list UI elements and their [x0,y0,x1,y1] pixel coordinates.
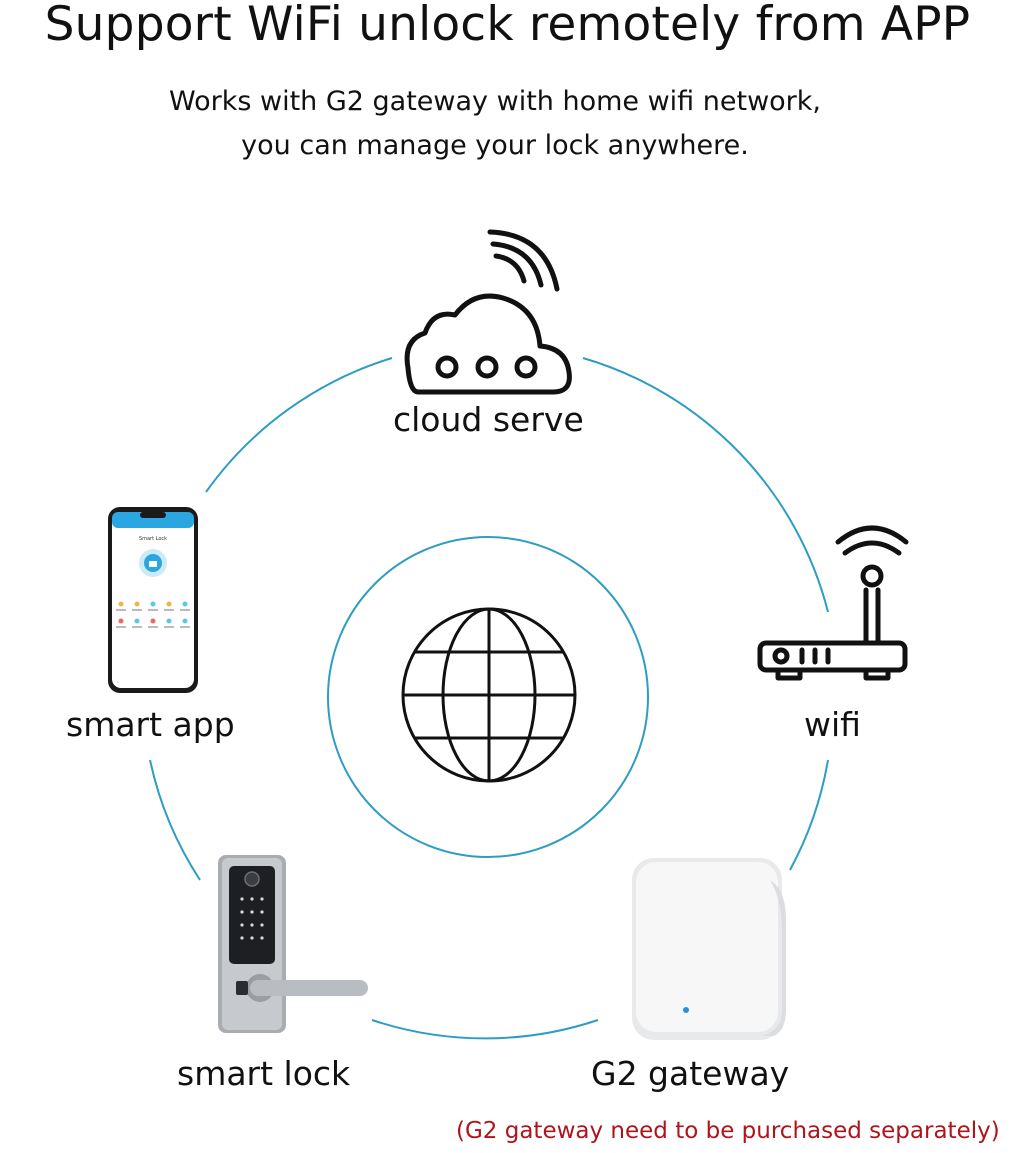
smartphone-icon: Smart Lock [108,507,198,693]
ring-arc-lock-app [149,759,201,881]
label-smart-app: smart app [66,705,235,744]
cloud-icon [404,293,572,395]
phone-screen-title: Smart Lock [139,536,167,542]
page-title: Support WiFi unlock remotely from APP [44,0,971,52]
gateway-device-icon [632,858,786,1040]
globe-icon [401,607,577,783]
ring-arc-gateway-lock [371,1019,599,1040]
purchase-note: (G2 gateway need to be purchased separat… [456,1118,1000,1144]
label-smart-lock: smart lock [177,1054,351,1093]
inner-ring [327,536,649,858]
ring-arc-app-cloud [205,357,393,493]
subtitle-line-2: you can manage your lock anywhere. [241,130,749,161]
router-icon [757,525,909,681]
ring-arc-cloud-wifi [582,357,829,613]
ring-arc-wifi-gateway [789,759,829,871]
cloud-signal-icon [487,229,560,292]
label-g2-gateway: G2 gateway [591,1054,790,1093]
smart-lock-icon [218,855,368,1033]
label-cloud-serve: cloud serve [393,400,584,439]
label-wifi: wifi [804,705,861,744]
subtitle-line-1: Works with G2 gateway with home wifi net… [168,86,822,117]
outer-ring [149,357,829,1040]
